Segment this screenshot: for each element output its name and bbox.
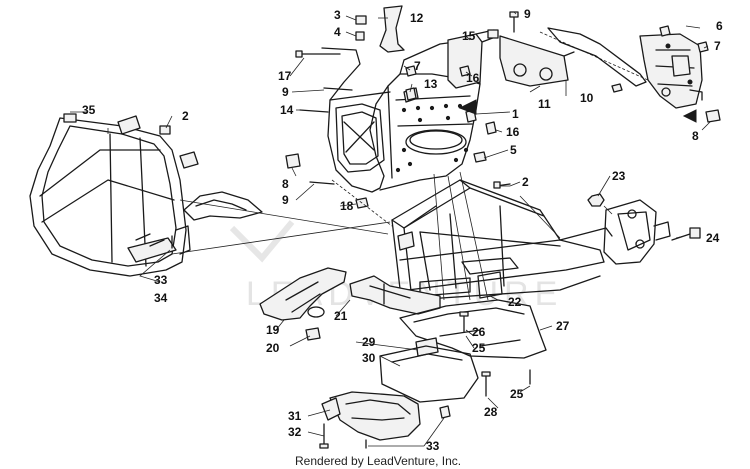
callout-2: 2 [182,109,189,123]
callout-25-center: 25 [472,341,486,355]
frame-corner-right [603,199,671,265]
callout-13: 13 [424,77,438,91]
render-credit: Rendered by LeadVenture, Inc. [295,454,461,468]
skid-plate-27 [399,299,547,359]
bracket-12 [379,5,405,53]
arrow-right [682,109,697,123]
callout-16-mid: 16 [506,125,520,139]
callout-8-right: 8 [692,129,699,143]
callout-34: 34 [154,291,168,305]
callout-9-top: 9 [524,7,531,21]
callouts: 35 2 3 4 12 15 9 6 7 17 9 7 13 16 10 11 … [82,7,723,453]
nut-23 [587,193,605,207]
bracket-29 [415,337,439,357]
callout-7-right: 7 [714,39,721,53]
callout-12: 12 [410,11,424,25]
latch-assembly [639,33,703,109]
callout-33-left: 33 [154,273,168,287]
callout-16-top: 16 [466,71,480,85]
clip-20 [305,327,321,341]
callout-21: 21 [334,309,348,323]
callout-23: 23 [612,169,626,183]
leader-lines [70,11,711,447]
callout-32: 32 [288,425,302,439]
callout-17: 17 [278,69,292,83]
callout-9-left: 9 [282,85,289,99]
lower-guard-31 [321,391,421,441]
callout-7-center: 7 [414,59,421,73]
callout-25-lower: 25 [510,387,524,401]
callout-26: 26 [472,325,486,339]
cover-15 [447,29,499,89]
pad-8-right [705,109,721,123]
callout-27: 27 [556,319,570,333]
bolt-32 [319,423,329,449]
callout-33-bottom: 33 [426,439,440,453]
callout-15: 15 [462,29,476,43]
callout-4: 4 [334,25,341,39]
callout-6: 6 [716,19,723,33]
callout-14: 14 [280,103,294,117]
callout-28: 28 [484,405,498,419]
arm-bracket-19 [259,267,347,321]
callout-29: 29 [362,335,376,349]
fasteners [63,11,709,449]
callout-19: 19 [266,323,280,337]
callout-10: 10 [580,91,594,105]
callout-3: 3 [334,8,341,22]
callout-11: 11 [538,97,551,111]
callout-35: 35 [82,103,96,117]
callout-30: 30 [362,351,376,365]
callout-18: 18 [340,199,354,213]
fender-sketch [183,191,263,221]
callout-1: 1 [512,107,519,121]
callout-5: 5 [510,143,517,157]
main-frame [391,179,613,307]
callout-24: 24 [706,231,720,245]
callout-31: 31 [288,409,302,423]
callout-9-lower: 9 [282,193,289,207]
plate-30 [379,345,479,403]
callout-8-left: 8 [282,177,289,191]
callout-20: 20 [266,341,280,355]
arrow-center [458,99,477,115]
bracket-plate-10 [499,35,575,87]
callout-2-center: 2 [522,175,529,189]
front-bumper [29,115,199,277]
callout-22: 22 [508,295,522,309]
